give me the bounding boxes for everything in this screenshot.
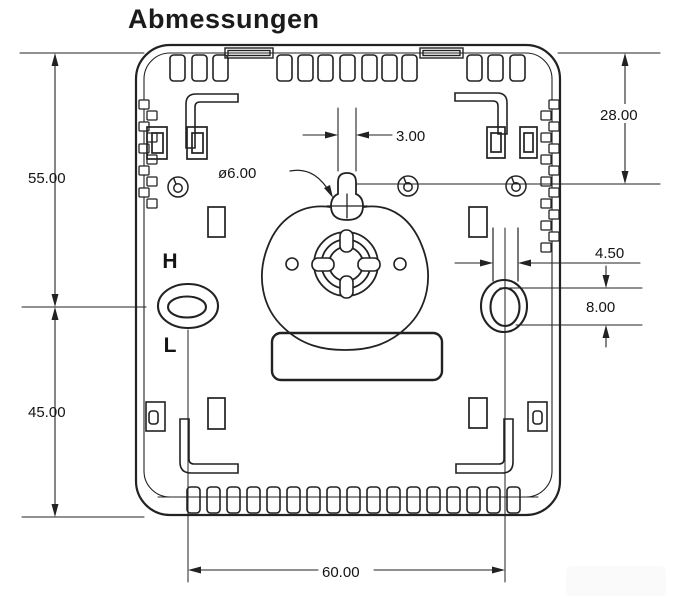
vent-slot: [506, 486, 521, 514]
vent-slot: [146, 110, 158, 121]
vent-slot: [426, 486, 441, 514]
hub-side-hole-left: [285, 257, 299, 271]
vent-slot: [386, 486, 401, 514]
vent-slot: [548, 209, 560, 220]
hl-indicator: [156, 282, 220, 330]
vent-slot: [346, 486, 361, 514]
vent-slot: [509, 54, 526, 82]
dimension-annotations: 55.00 45.00 28.00 3.00: [19, 52, 661, 583]
vent-slot: [317, 54, 334, 82]
hub-side-hole-right: [393, 257, 407, 271]
vent-slot: [540, 242, 552, 253]
dim-dia6: ø6.00: [218, 165, 333, 198]
dim-8: 8.00: [499, 265, 643, 348]
rect-slots: [207, 206, 488, 430]
vent-slot: [146, 176, 158, 187]
vent-slot: [138, 187, 150, 198]
dim-8-label: 8.00: [586, 299, 615, 316]
vent-slot: [540, 176, 552, 187]
vent-slot: [548, 187, 560, 198]
top-vent-slots: [169, 54, 526, 82]
vent-slot: [548, 99, 560, 110]
vent-slot: [212, 54, 229, 82]
hub-channels: [311, 229, 381, 299]
page-title: Abmessungen: [128, 4, 320, 34]
dim-60-label: 60.00: [322, 564, 360, 581]
label-high: H: [162, 250, 177, 273]
vent-slot: [406, 486, 421, 514]
vent-slot: [446, 486, 461, 514]
dim-450: 4.50: [454, 244, 641, 267]
vent-slot: [297, 54, 314, 82]
watermark: [566, 566, 666, 596]
vent-slot: [226, 486, 241, 514]
dim-55-label: 55.00: [28, 170, 66, 187]
vent-slot: [381, 54, 398, 82]
label-low: L: [164, 334, 177, 357]
vent-slot: [138, 165, 150, 176]
dim-left-heights: 55.00 45.00: [19, 52, 147, 518]
vent-slot: [306, 486, 321, 514]
vent-slot: [266, 486, 281, 514]
hook-top-right: [454, 92, 508, 135]
vent-slot: [339, 54, 356, 82]
hook-bottom-right: [455, 418, 514, 474]
vent-slot: [548, 121, 560, 132]
vent-slot: [548, 143, 560, 154]
vent-slot: [169, 54, 186, 82]
vent-slot: [186, 486, 201, 514]
screw-holes: [167, 175, 527, 198]
dim-28-label: 28.00: [600, 107, 638, 124]
dim-28: 28.00: [356, 52, 661, 185]
right-mount-hole: [479, 227, 529, 334]
vent-slot: [466, 54, 483, 82]
left-vent-strip: [138, 99, 158, 209]
tab-boxes: [145, 401, 548, 432]
vent-slot: [146, 198, 158, 209]
hook-top-left: [185, 93, 239, 149]
keyhole-crosshair: [326, 193, 368, 219]
vent-slot: [326, 486, 341, 514]
dim-450-label: 4.50: [595, 245, 624, 262]
label-recess: [270, 331, 444, 382]
vent-slot: [540, 198, 552, 209]
terminal-slots: [146, 126, 538, 160]
right-vent-strip: [540, 99, 560, 253]
vent-slot: [548, 231, 560, 242]
vent-slot: [286, 486, 301, 514]
vent-slot: [540, 154, 552, 165]
top-vent-bars: [224, 47, 464, 59]
vent-slot: [548, 165, 560, 176]
vent-slot: [466, 486, 481, 514]
dim-3-label: 3.00: [396, 128, 425, 145]
dim-3: 3.00: [302, 107, 425, 172]
dim-60: 60.00: [187, 227, 506, 583]
vent-slot: [401, 54, 418, 82]
dim-45-label: 45.00: [28, 404, 66, 421]
vent-slot: [276, 54, 293, 82]
vent-slot: [361, 54, 378, 82]
vent-slot: [540, 110, 552, 121]
vent-slot: [540, 220, 552, 231]
mounting-hub: [261, 172, 429, 351]
dim-dia6-label: ø6.00: [218, 165, 256, 182]
vent-slot: [366, 486, 381, 514]
vent-slot: [138, 99, 150, 110]
hook-bottom-left: [179, 418, 239, 474]
vent-slot: [540, 132, 552, 143]
vent-slot: [191, 54, 208, 82]
vent-slot: [246, 486, 261, 514]
vent-slot: [206, 486, 221, 514]
vent-slot: [487, 54, 504, 82]
vent-slot: [486, 486, 501, 514]
bottom-vent-slots: [186, 486, 521, 514]
